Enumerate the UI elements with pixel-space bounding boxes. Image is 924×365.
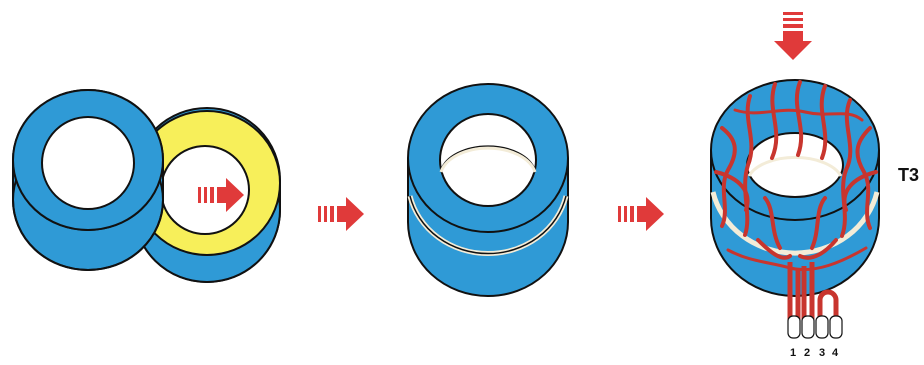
step-3-wound-toroid	[711, 80, 879, 338]
pin-label-4: 4	[832, 347, 839, 359]
transformer-label: T3	[898, 165, 919, 185]
step-arrow-1-icon	[318, 197, 364, 231]
blue-core-front	[13, 90, 163, 270]
step-arrow-2-icon	[618, 197, 664, 231]
step-1-cores	[13, 90, 280, 282]
pin-label-1: 1	[790, 347, 796, 359]
pin-label-3: 3	[819, 347, 825, 359]
step-2-stacked-cores	[408, 84, 568, 296]
pin-label-2: 2	[804, 347, 810, 359]
down-arrow-icon	[774, 12, 812, 60]
